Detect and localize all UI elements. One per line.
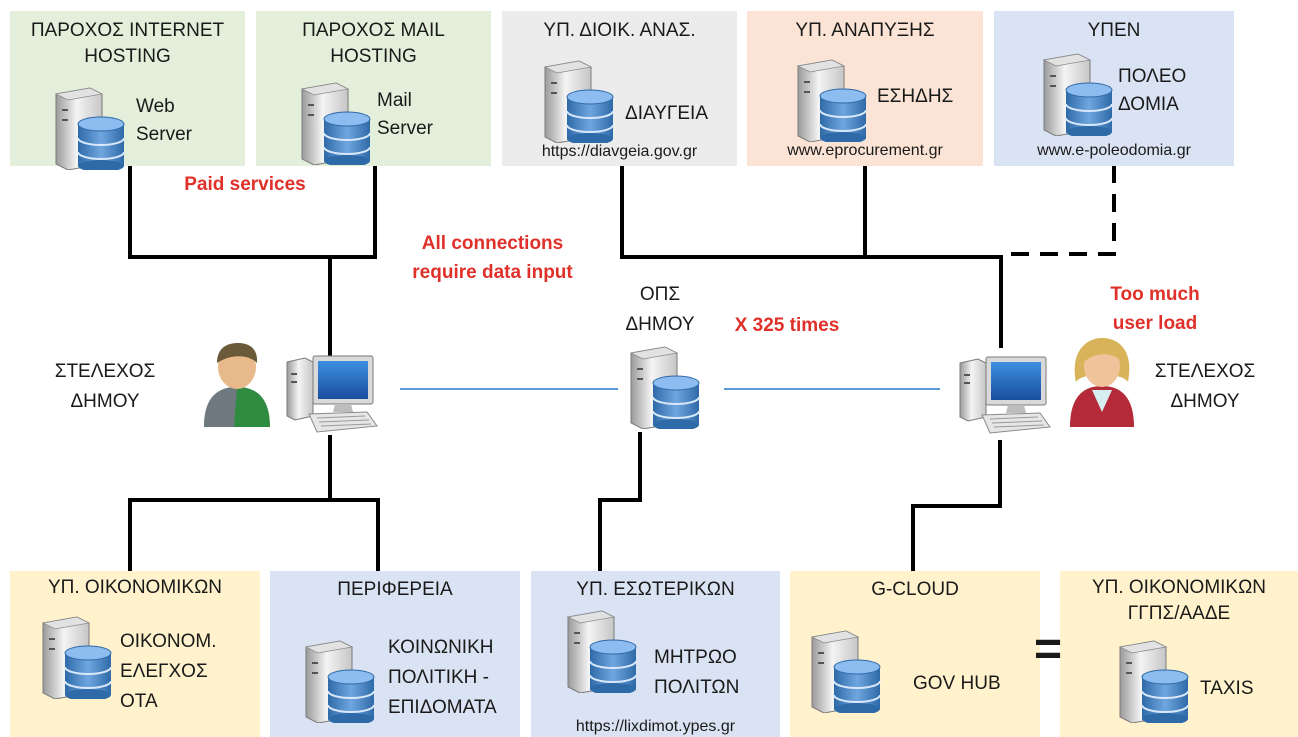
ops-label: ΟΠΣ ΔΗΜΟΥ <box>625 284 695 335</box>
server-icon <box>50 86 128 170</box>
staff-person-icon-right <box>1070 338 1134 427</box>
server-icon <box>1114 639 1192 723</box>
box-title: ΠΑΡΟΧΟΣ MAIL HOSTING <box>302 20 445 67</box>
server-icon <box>37 615 115 699</box>
box-oikonomikon: ΥΠ. ΟΙΚΟΝΟΜΙΚΩΝ ΟΙΚΟΝΟΜ. ΕΛΕΓΧΟΣ ΟΤΑ <box>10 571 260 737</box>
ops-server-icon <box>625 345 703 429</box>
staff-person-icon-left <box>204 343 270 427</box>
line-diavgeia <box>620 165 1003 348</box>
line-gcloud <box>911 440 1002 571</box>
server-icon <box>300 639 378 723</box>
server-icon <box>792 58 870 142</box>
line-web-hosting <box>128 165 330 259</box>
note-paid-services: Paid services <box>184 174 306 195</box>
box-title: ΥΠ. ΕΣΩΤΕΡΙΚΩΝ <box>576 579 735 600</box>
box-url[interactable]: https://diavgeia.gov.gr <box>541 143 698 160</box>
left-staff-label: ΣΤΕΛΕΧΟΣ ΔΗΜΟΥ <box>54 361 156 412</box>
server-icon <box>539 59 617 143</box>
box-url[interactable]: www.eprocurement.gr <box>787 142 943 159</box>
box-title: ΥΠ. ΟΙΚΟΝΟΜΙΚΩΝ <box>47 577 223 598</box>
box-internet-hosting: ΠΑΡΟΧΟΣ INTERNET HOSTING Web Server <box>10 11 245 166</box>
right-staff-label: ΣΤΕΛΕΧΟΣ ΔΗΜΟΥ <box>1154 361 1256 412</box>
line-poleodomia-dashed <box>1001 165 1116 256</box>
box-eshdhs: ΥΠ. ΑΝΑΠΥΞΗΣ ΕΣΗΔΗΣ www.eprocurement.gr <box>747 11 983 166</box>
server-label: TAXIS <box>1200 678 1254 699</box>
box-esoterikon: ΥΠ. ΕΣΩΤΕΡΙΚΩΝ ΜΗΤΡΩΟ ΠΟΛΙΤΩΝ https://li… <box>531 571 780 737</box>
server-icon <box>806 629 884 713</box>
box-diavgeia: ΥΠ. ΔΙΟΙΚ. ΑΝΑΣ. ΔΙΑΥΓΕΙΑ https://diavge… <box>502 11 737 166</box>
server-label: ΕΣΗΔΗΣ <box>877 86 954 107</box>
box-url[interactable]: www.e-poleodomia.gr <box>1037 142 1191 159</box>
note-user-load: Too much user load <box>1110 284 1200 334</box>
box-mail-hosting: ΠΑΡΟΧΟΣ MAIL HOSTING Mail Server <box>256 11 491 166</box>
box-title: ΥΠ. ΟΙΚΟΝΟΜΙΚΩΝ ΓΓΠΣ/ΑΑΔΕ <box>1091 577 1267 624</box>
server-label: GOV HUB <box>913 673 1001 694</box>
box-gcloud: G-CLOUD GOV HUB <box>790 571 1040 737</box>
line-mail-hosting <box>330 165 377 259</box>
line-periferia <box>330 498 380 571</box>
server-icon <box>1038 52 1116 136</box>
box-taxis: ΥΠ. ΟΙΚΟΝΟΜΙΚΩΝ ΓΓΠΣ/ΑΑΔΕ TAXIS <box>1060 571 1298 737</box>
box-title: ΥΠ. ΑΝΑΠΥΞΗΣ <box>795 20 935 41</box>
box-title: ΥΠΕΝ <box>1087 20 1141 41</box>
server-label: ΜΗΤΡΩΟ ΠΟΛΙΤΩΝ <box>654 647 740 698</box>
box-title: ΠΑΡΟΧΟΣ INTERNET HOSTING <box>30 20 225 67</box>
line-esoterikon <box>598 432 642 571</box>
equals-sign: = <box>1034 623 1063 676</box>
box-url[interactable]: https://lixdimot.ypes.gr <box>575 718 736 735</box>
server-label: ΟΙΚΟΝΟΜ. ΕΛΕΓΧΟΣ ΟΤΑ <box>120 631 217 712</box>
server-label: ΚΟΙΝΩΝΙΚΗ ΠΟΛΙΤΙΚΗ - ΕΠΙΔΟΜΑΤΑ <box>388 637 497 718</box>
box-title: ΠΕΡΙΦΕΡΕΙΑ <box>337 579 453 600</box>
server-label: ΔΙΑΥΓΕΙΑ <box>625 103 708 124</box>
server-icon <box>296 81 374 165</box>
box-title: G-CLOUD <box>871 579 959 600</box>
box-poleodomia: ΥΠΕΝ ΠΟΛΕΟ ΔΟΜΙΑ www.e-poleodomia.gr <box>994 11 1234 166</box>
server-label: ΠΟΛΕΟ ΔΟΜΙΑ <box>1118 66 1187 115</box>
line-oikonomikon <box>128 498 330 571</box>
computer-icon-left <box>283 352 381 434</box>
note-325-times: X 325 times <box>734 315 840 336</box>
box-periferia: ΠΕΡΙΦΕΡΕΙΑ ΚΟΙΝΩΝΙΚΗ ΠΟΛΙΤΙΚΗ - ΕΠΙΔΟΜΑΤ… <box>270 571 520 737</box>
server-label: Web Server <box>136 96 192 145</box>
box-title: ΥΠ. ΔΙΟΙΚ. ΑΝΑΣ. <box>543 20 696 41</box>
note-all-connections: All connections require data input <box>412 233 573 283</box>
computer-icon-right <box>956 348 1054 440</box>
server-label: Mail Server <box>377 90 433 139</box>
server-icon <box>562 609 640 693</box>
